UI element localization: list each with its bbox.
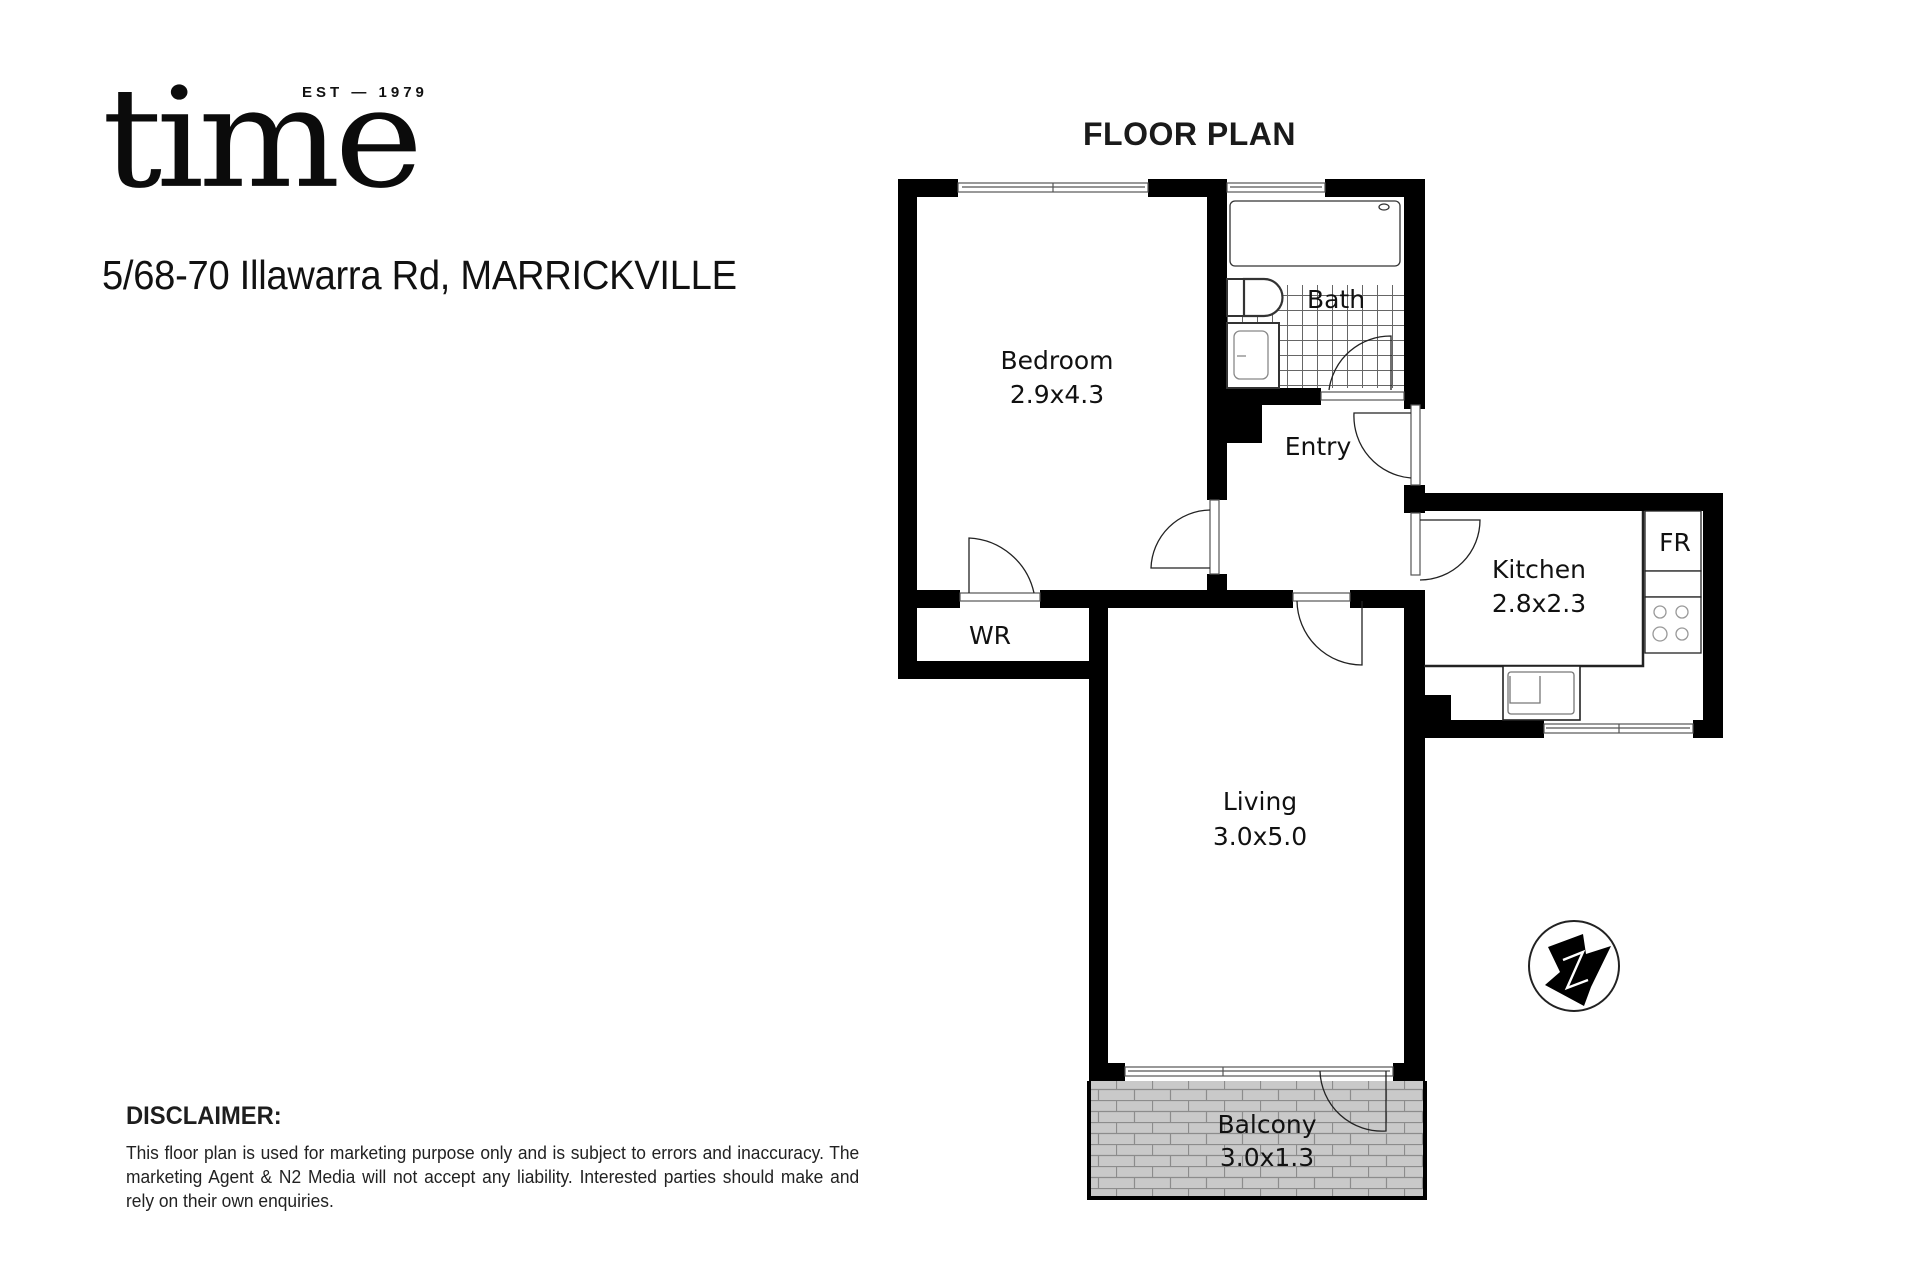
windows: [957, 182, 1694, 1077]
bathtub-icon: [1229, 200, 1401, 267]
room-dims-kitchen: 2.8x2.3: [1492, 589, 1586, 618]
door-swings: [968, 335, 1481, 1132]
room-label-entry: Entry: [1285, 432, 1352, 461]
room-label-bedroom: Bedroom: [1000, 346, 1113, 375]
brand-logo: time EST — 1979: [102, 70, 424, 208]
logo-wordmark: time: [102, 58, 423, 220]
room-label-wr: WR: [969, 621, 1011, 650]
room-dims-living: 3.0x5.0: [1213, 822, 1307, 851]
walls: [898, 179, 1723, 1081]
room-dims-bedroom: 2.9x4.3: [1010, 380, 1104, 409]
north-arrow-icon: [1528, 920, 1620, 1012]
room-labels: Bedroom 2.9x4.3 Bath Entry Kitchen 2.8x2…: [969, 285, 1691, 1172]
disclaimer: DISCLAIMER: This floor plan is used for …: [126, 1102, 878, 1213]
balcony-area: [1087, 1081, 1427, 1200]
logo-established: EST — 1979: [302, 84, 428, 101]
kitchen-fixtures: [1424, 510, 1702, 721]
room-label-bath: Bath: [1307, 285, 1365, 314]
floor-plan-title: FLOOR PLAN: [1083, 116, 1296, 152]
toilet-icon: [1242, 277, 1284, 318]
room-dims-balcony: 3.0x1.3: [1220, 1143, 1314, 1172]
disclaimer-body: This floor plan is used for marketing pu…: [126, 1142, 860, 1211]
disclaimer-title: DISCLAIMER:: [126, 1102, 282, 1130]
room-label-fridge: FR: [1659, 528, 1691, 557]
bath-fixtures: [1226, 200, 1401, 389]
cooktop-icon: [1644, 596, 1702, 654]
property-address: 5/68-70 Illawarra Rd, MARRICKVILLE: [102, 252, 737, 298]
room-label-living: Living: [1223, 787, 1297, 816]
room-label-kitchen: Kitchen: [1492, 555, 1586, 584]
room-label-balcony: Balcony: [1217, 1110, 1316, 1139]
